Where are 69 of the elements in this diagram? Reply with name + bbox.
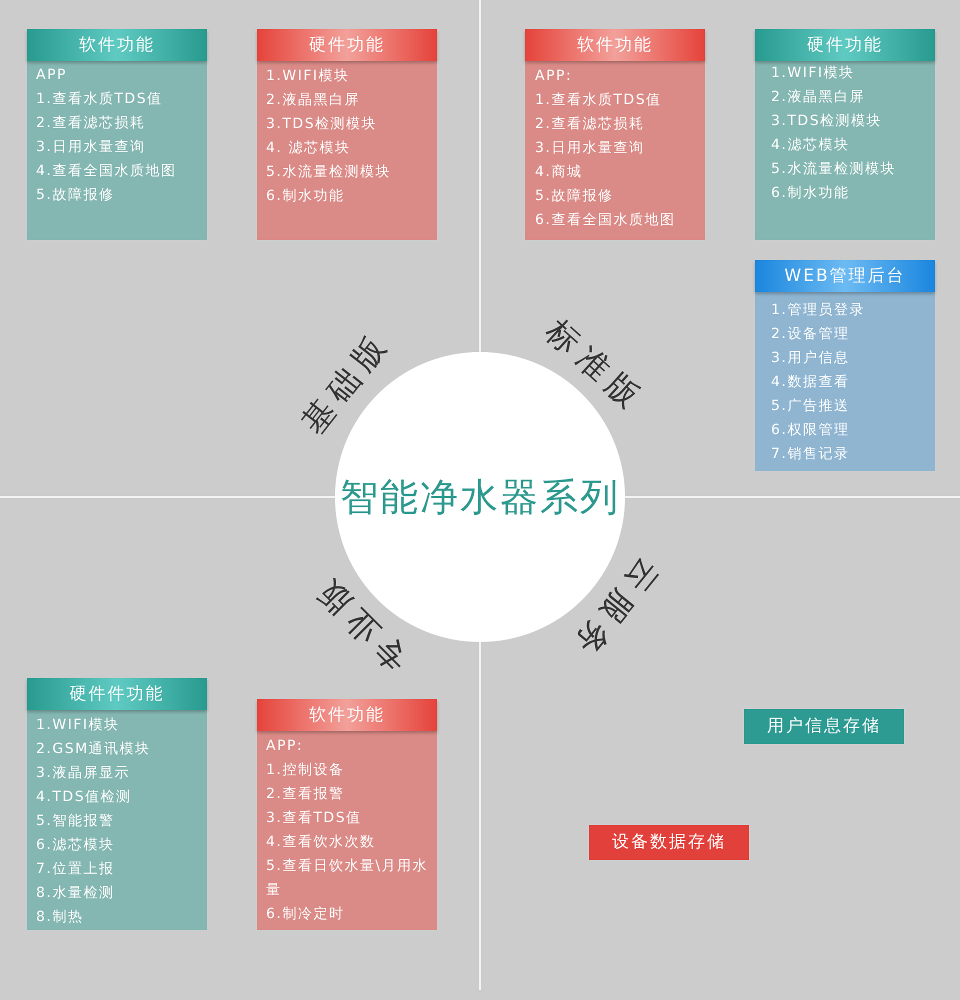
- list-item: 6.制水功能: [266, 187, 344, 206]
- list-item: 3.日用水量查询: [535, 139, 644, 158]
- list-card: [755, 260, 935, 471]
- card-header: 硬件功能: [257, 29, 437, 61]
- list-item: 1.查看水质TDS值: [36, 90, 163, 109]
- storage-box: 设备数据存储: [589, 825, 749, 860]
- list-card: [755, 29, 935, 240]
- list-item: 4.商城: [535, 163, 582, 182]
- list-item: 2.查看报警: [266, 785, 344, 804]
- list-item: 1.查看水质TDS值: [535, 91, 662, 110]
- card-header: 硬件件功能: [27, 678, 207, 710]
- list-card: [27, 29, 207, 240]
- list-item: 3.用户信息: [771, 349, 850, 368]
- list-item: 8.水量检测: [36, 884, 114, 903]
- list-item: APP:: [535, 67, 572, 86]
- list-item: 5.查看日饮水量\月用水量: [266, 857, 430, 900]
- list-item: 1.WIFI模块: [36, 716, 120, 735]
- list-item: 2.液晶黑白屏: [771, 88, 865, 107]
- list-item: 2.查看滤芯损耗: [535, 115, 644, 134]
- storage-box: 用户信息存储: [744, 709, 904, 744]
- list-item: 2.设备管理: [771, 325, 850, 344]
- list-item: 6.权限管理: [771, 421, 850, 440]
- list-item: 7.位置上报: [36, 860, 114, 879]
- list-card: [525, 29, 705, 240]
- list-item: 5.故障报修: [535, 187, 614, 206]
- list-card: [257, 699, 437, 930]
- list-item: 5.智能报警: [36, 812, 114, 831]
- list-item: 4.查看全国水质地图: [36, 162, 176, 181]
- list-item: 6.制冷定时: [266, 905, 344, 924]
- version-label: 基础版: [294, 324, 398, 440]
- list-item: 5.水流量检测模块: [266, 163, 391, 182]
- version-label: 云服务: [563, 552, 667, 668]
- list-item: 8.制热: [36, 908, 84, 927]
- list-item: 2.液晶黑白屏: [266, 91, 360, 110]
- list-item: 1.WIFI模块: [771, 64, 855, 83]
- list-item: 5.广告推送: [771, 397, 850, 416]
- card-header: 软件功能: [27, 29, 207, 61]
- list-item: 4.TDS值检测: [36, 788, 132, 807]
- list-item: 4. 滤芯模块: [266, 139, 350, 158]
- list-item: 1.WIFI模块: [266, 67, 350, 86]
- card-header: WEB管理后台: [755, 260, 935, 292]
- list-card: [257, 29, 437, 240]
- list-item: 4.滤芯模块: [771, 136, 850, 155]
- list-item: APP: [36, 66, 67, 85]
- list-card: [27, 678, 207, 930]
- list-item: 3.TDS检测模块: [771, 112, 882, 131]
- list-item: 5.水流量检测模块: [771, 160, 896, 179]
- list-item: 1.控制设备: [266, 761, 344, 780]
- version-label: 专业版: [304, 568, 416, 678]
- card-header: 硬件功能: [755, 29, 935, 61]
- series-title: 智能净水器系列: [340, 475, 620, 519]
- list-item: 5.故障报修: [36, 186, 114, 205]
- card-header: 软件功能: [257, 699, 437, 731]
- list-item: 3.液晶屏显示: [36, 764, 130, 783]
- list-item: 2.GSM通讯模块: [36, 740, 151, 759]
- list-item: 4.数据查看: [771, 373, 850, 392]
- list-item: 3.日用水量查询: [36, 138, 146, 157]
- list-item: APP:: [266, 737, 304, 756]
- list-item: 2.查看滤芯损耗: [36, 114, 146, 133]
- list-item: 3.TDS检测模块: [266, 115, 378, 134]
- list-item: 6.制水功能: [771, 184, 850, 203]
- list-item: 3.查看TDS值: [266, 809, 362, 828]
- card-header: 软件功能: [525, 29, 705, 61]
- list-item: 6.查看全国水质地图: [535, 211, 676, 230]
- list-item: 4.查看饮水次数: [266, 833, 376, 852]
- list-item: 1.管理员登录: [771, 301, 865, 320]
- list-item: 7.销售记录: [771, 445, 850, 464]
- version-label: 标准版: [539, 312, 653, 420]
- list-item: 6.滤芯模块: [36, 836, 114, 855]
